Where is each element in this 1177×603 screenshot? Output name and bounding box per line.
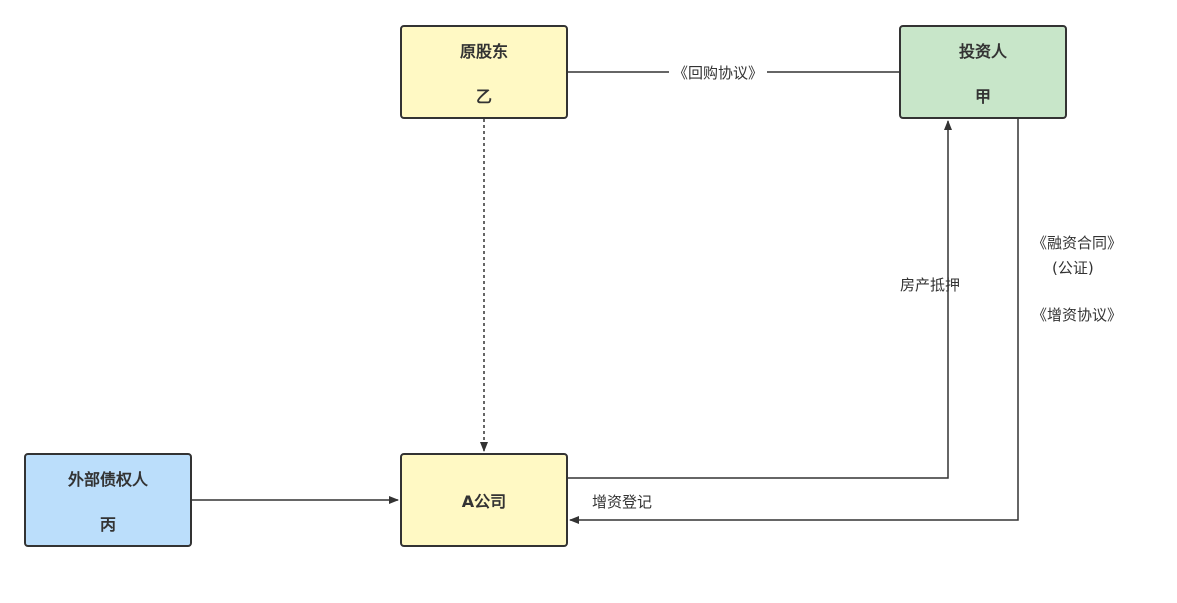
mortgage-arrow [568, 120, 952, 479]
mortgage-label: 房产抵押 [900, 276, 961, 294]
creditor-title: 外部债权人 [67, 469, 148, 489]
shareholder-sub: 乙 [475, 86, 492, 106]
creditor-node[interactable]: 外部债权人 丙 [24, 453, 192, 547]
creditor-sub: 丙 [99, 514, 116, 534]
capital-agreement-label: 《增资协议》 [1032, 306, 1123, 324]
shareholder-node[interactable]: 原股东 乙 [400, 25, 568, 119]
investor-node[interactable]: 投资人 甲 [899, 25, 1067, 119]
investor-sub: 甲 [974, 86, 991, 106]
notary-label: (公证) [1052, 259, 1094, 277]
company-node[interactable]: A公司 [400, 453, 568, 547]
company-title: A公司 [461, 492, 507, 511]
financing-contract-label: 《融资合同》 [1032, 234, 1123, 252]
buyback-label: 《回购协议》 [669, 63, 768, 83]
investor-title: 投资人 [958, 41, 1007, 61]
registration-label: 增资登记 [592, 493, 653, 511]
shareholder-title: 原股东 [459, 41, 508, 61]
financing-arrow [569, 119, 1019, 524]
